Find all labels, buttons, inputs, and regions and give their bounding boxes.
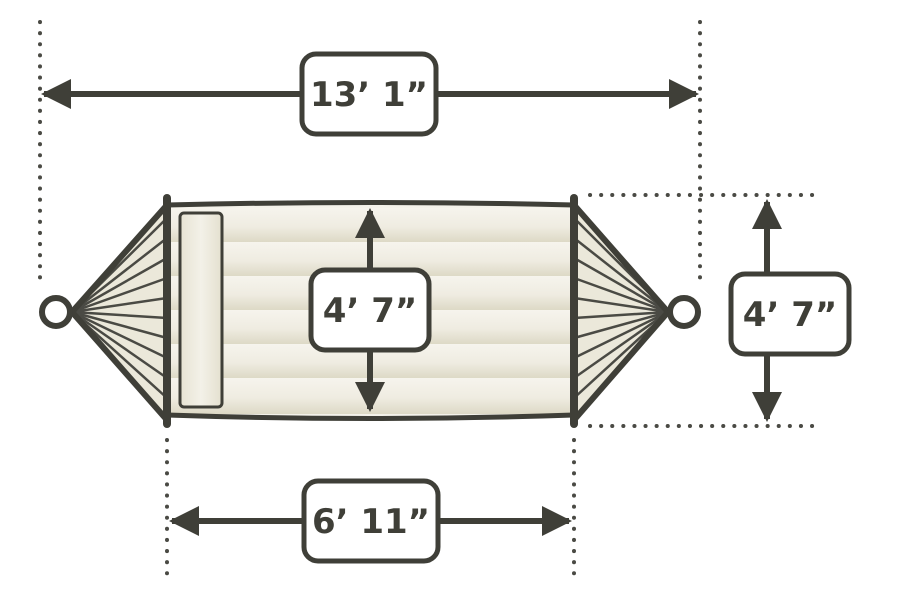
bed-width-dimension: 4’ 7” xyxy=(308,208,432,412)
side-width-label-box xyxy=(728,271,852,357)
side-width-dimension: 4’ 7” xyxy=(728,199,852,422)
hammock-right-spreader xyxy=(574,205,668,420)
right-suspension-cords xyxy=(573,217,669,399)
bed-width-label-box xyxy=(308,267,432,353)
overall-length-dimension: 13’ 1” xyxy=(41,51,699,137)
extension-lines xyxy=(38,20,822,580)
left-suspension-cords xyxy=(71,217,168,399)
hammock-pillow xyxy=(178,211,224,409)
bed-width-label: 4’ 7” xyxy=(323,291,417,331)
left-hanging-ring xyxy=(39,295,73,329)
right-hanging-ring xyxy=(667,295,701,329)
overall-length-label-box xyxy=(299,51,439,137)
bed-length-dimension: 6’ 11” xyxy=(169,478,572,564)
hammock-left-spreader xyxy=(72,205,167,420)
overall-length-label: 13’ 1” xyxy=(310,75,428,115)
bed-length-label-box xyxy=(301,478,441,564)
bed-length-label: 6’ 11” xyxy=(312,502,430,542)
side-width-label: 4’ 7” xyxy=(743,295,837,335)
